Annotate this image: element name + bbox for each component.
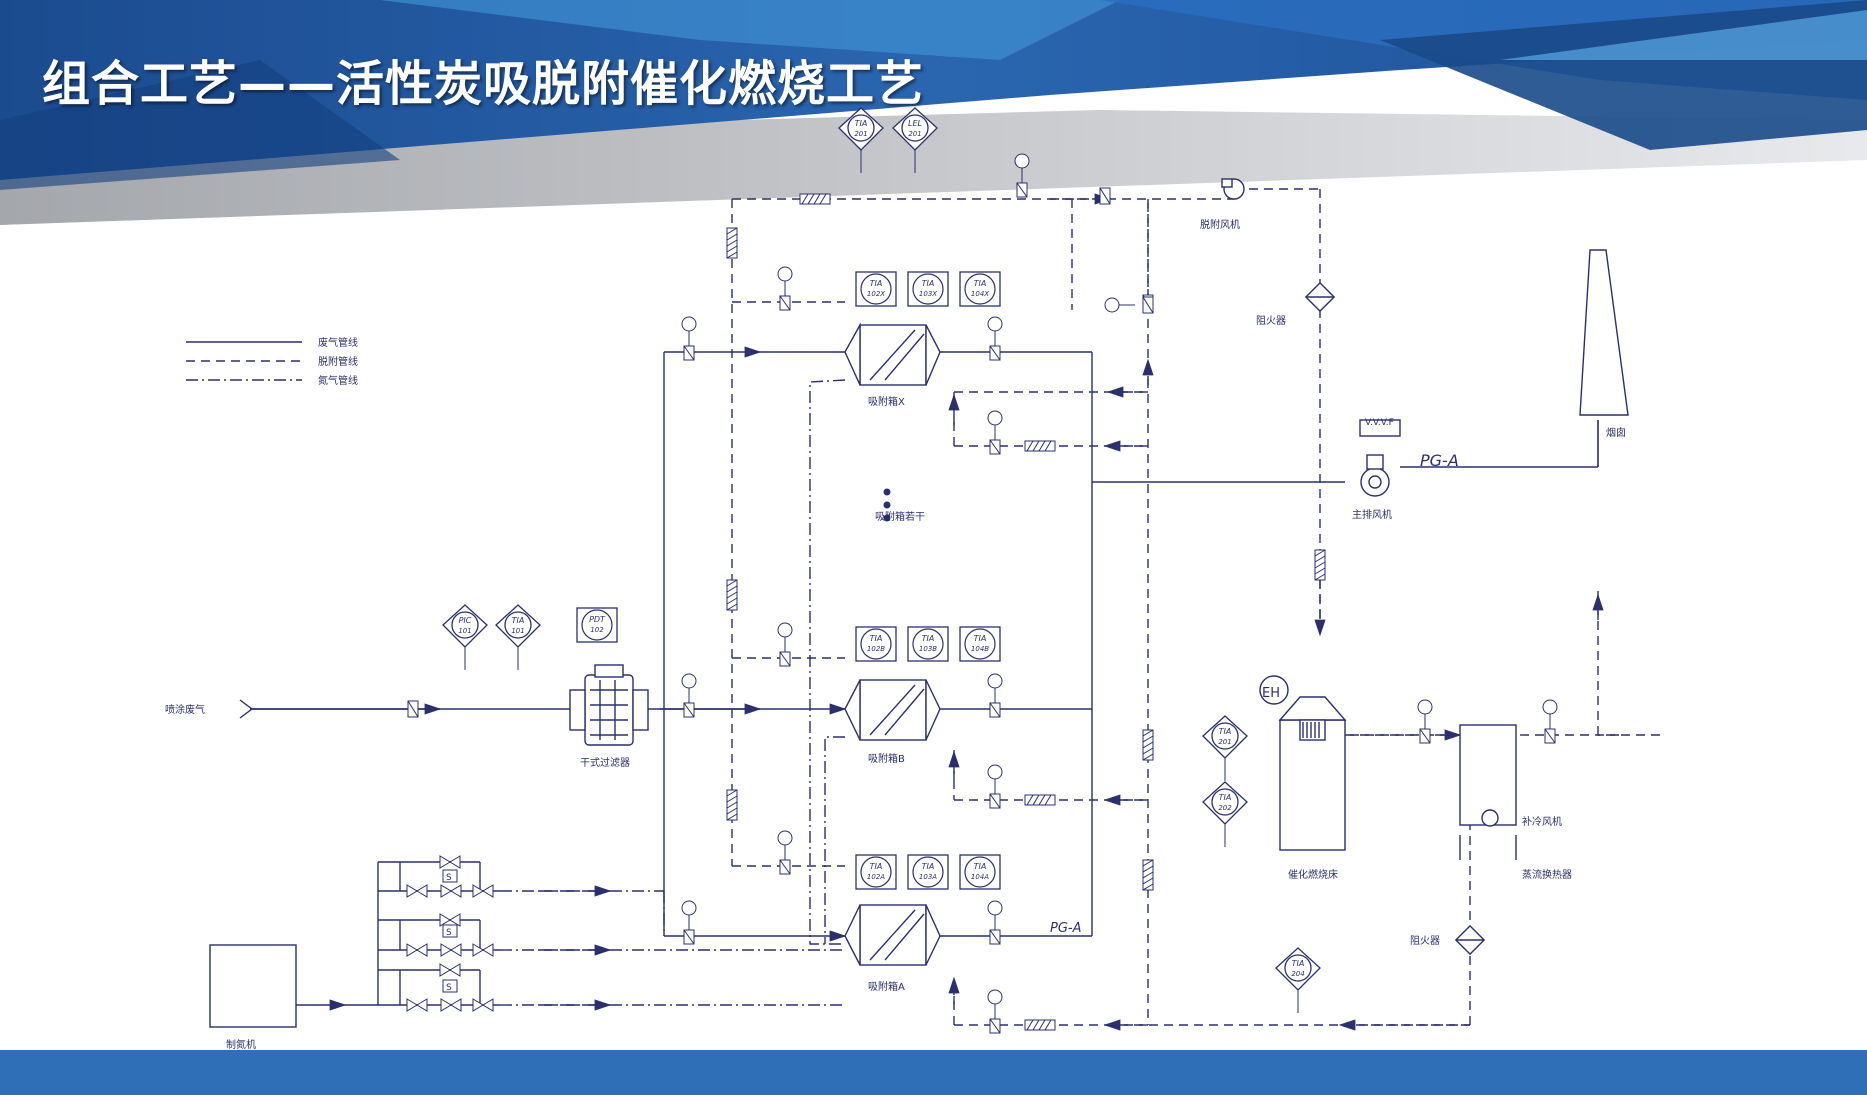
instrument-tia103b: TIA 103B (907, 626, 949, 662)
instrument-tag: TIA (512, 616, 525, 625)
instrument-tia104b: TIA 104B (959, 626, 1001, 662)
instrument-tia104x: TIA 104X (959, 271, 1001, 307)
motor-valves (407, 153, 1558, 1034)
heat-exchanger-label: 蒸流换热器 (1522, 868, 1572, 881)
instrument-tag: TIA (922, 634, 935, 643)
instrument-tag: TIA (855, 119, 868, 128)
instrument-number: 201 (1218, 738, 1231, 746)
pg-a-top-label: PG-A (1420, 451, 1459, 470)
instrument-lel201: LEL 201 (892, 107, 938, 173)
flame-arrester-bottom-label: 阻火器 (1410, 935, 1440, 947)
eh-label: EH (1262, 686, 1280, 701)
flame-arrester-top (1304, 281, 1336, 313)
instrument-tag: PDT (589, 615, 606, 624)
instrument-tia201-top: TIA 201 (838, 107, 884, 173)
flame-arrester-bottom (1454, 924, 1486, 956)
omitted-dots (883, 488, 891, 522)
makeup-fan-label: 补冷风机 (1522, 815, 1562, 828)
filter-label: 干式过滤器 (580, 756, 630, 769)
catalytic-burner-label: 催化燃烧床 (1288, 868, 1338, 881)
banner-graphic (0, 0, 1867, 225)
desorption-fan (1221, 178, 1245, 200)
instrument-pic101: PIC 101 (442, 604, 488, 670)
instrument-tag: LEL (908, 119, 922, 128)
instrument-pdt102: PDT 102 (576, 607, 618, 643)
nitrogen-generator (209, 944, 297, 1028)
desorption-fan-label: 脱附风机 (1200, 218, 1240, 231)
instrument-tag: TIA (1219, 727, 1232, 736)
instrument-tag: TIA (870, 279, 883, 288)
solenoid-label-2: S (446, 928, 452, 938)
instrument-tia102a: TIA 102A (855, 854, 897, 890)
adsorber-a (844, 904, 941, 966)
omitted-label: 吸附箱若干 (875, 510, 925, 523)
dry-filter (569, 664, 649, 746)
instrument-number: 102B (867, 645, 885, 653)
instrument-tia202: TIA 202 (1202, 781, 1248, 847)
inlet-label: 喷涂废气 (165, 703, 205, 716)
adsorber-b-label: 吸附箱B (868, 752, 905, 765)
instrument-tia103x: TIA 103X (907, 271, 949, 307)
instrument-number: 102A (867, 873, 885, 881)
instrument-number: 103X (919, 290, 937, 298)
instrument-tia104a: TIA 104A (959, 854, 1001, 890)
instrument-number: 104A (971, 873, 989, 881)
instrument-number: 202 (1218, 804, 1232, 812)
instrument-tia103a: TIA 103A (907, 854, 949, 890)
instrument-tag: PIC (459, 616, 472, 625)
instrument-number: 104X (971, 290, 989, 298)
instrument-tag: TIA (870, 634, 883, 643)
main-fan (1359, 419, 1401, 497)
instrument-number: 101 (458, 627, 471, 635)
instrument-tia204: TIA 204 (1275, 947, 1321, 1013)
instrument-tag: TIA (870, 862, 883, 871)
adsorber-x (844, 322, 941, 386)
adsorber-b (844, 679, 941, 741)
instrument-tag: TIA (974, 279, 987, 288)
flame-arrester-top-label: 阻火器 (1256, 315, 1286, 327)
legend-label-nitrogen: 氮气管线 (318, 374, 358, 387)
instrument-number: 103A (919, 873, 937, 881)
instrument-tia102b: TIA 102B (855, 626, 897, 662)
instrument-number: 103B (919, 645, 937, 653)
instrument-tag: TIA (974, 634, 987, 643)
instrument-tag: TIA (1292, 959, 1305, 968)
instrument-number: 101 (511, 627, 524, 635)
heat-exchanger (1459, 724, 1517, 860)
pg-a-bottom-label: PG-A (1050, 921, 1082, 936)
solenoid-label-1: S (446, 873, 452, 883)
adsorber-a-label: 吸附箱A (868, 980, 905, 993)
vvvf-label: V.V.V.F (1365, 418, 1394, 428)
footer-bar (0, 1050, 1867, 1095)
legend-label-desorption: 脱附管线 (318, 355, 358, 368)
instrument-number: 201 (908, 130, 921, 138)
main-fan-label: 主排风机 (1352, 508, 1392, 521)
legend-label-exhaust: 废气管线 (318, 336, 358, 349)
instrument-number: 204 (1291, 970, 1304, 978)
header-banner (0, 0, 1867, 230)
instrument-number: 104B (971, 645, 989, 653)
chimney-label: 烟囱 (1606, 426, 1626, 439)
catalytic-burner (1259, 675, 1347, 851)
instrument-number: 102 (590, 626, 604, 634)
adsorber-x-label: 吸附箱X (868, 395, 905, 408)
slide-title: 组合工艺——活性炭吸脱附催化燃烧工艺 (42, 56, 925, 112)
instrument-tia201-burner: TIA 201 (1202, 715, 1248, 781)
instrument-tag: TIA (1219, 793, 1232, 802)
solenoid-label-3: S (446, 983, 452, 993)
instrument-number: 102X (867, 290, 885, 298)
manifold-valves (406, 855, 494, 1012)
chimney (1579, 249, 1629, 416)
nitrogen-label: 制氮机 (226, 1038, 256, 1051)
instrument-tag: TIA (974, 862, 987, 871)
instrument-tag: TIA (922, 279, 935, 288)
instrument-group: TIA201LEL201PIC101TIA101PDT102TIA102XTIA… (442, 107, 1321, 1013)
legend (186, 341, 302, 381)
instrument-tia101: TIA 101 (495, 604, 541, 670)
instrument-tag: TIA (922, 862, 935, 871)
instrument-tia102x: TIA 102X (855, 271, 897, 307)
instrument-number: 201 (854, 130, 867, 138)
